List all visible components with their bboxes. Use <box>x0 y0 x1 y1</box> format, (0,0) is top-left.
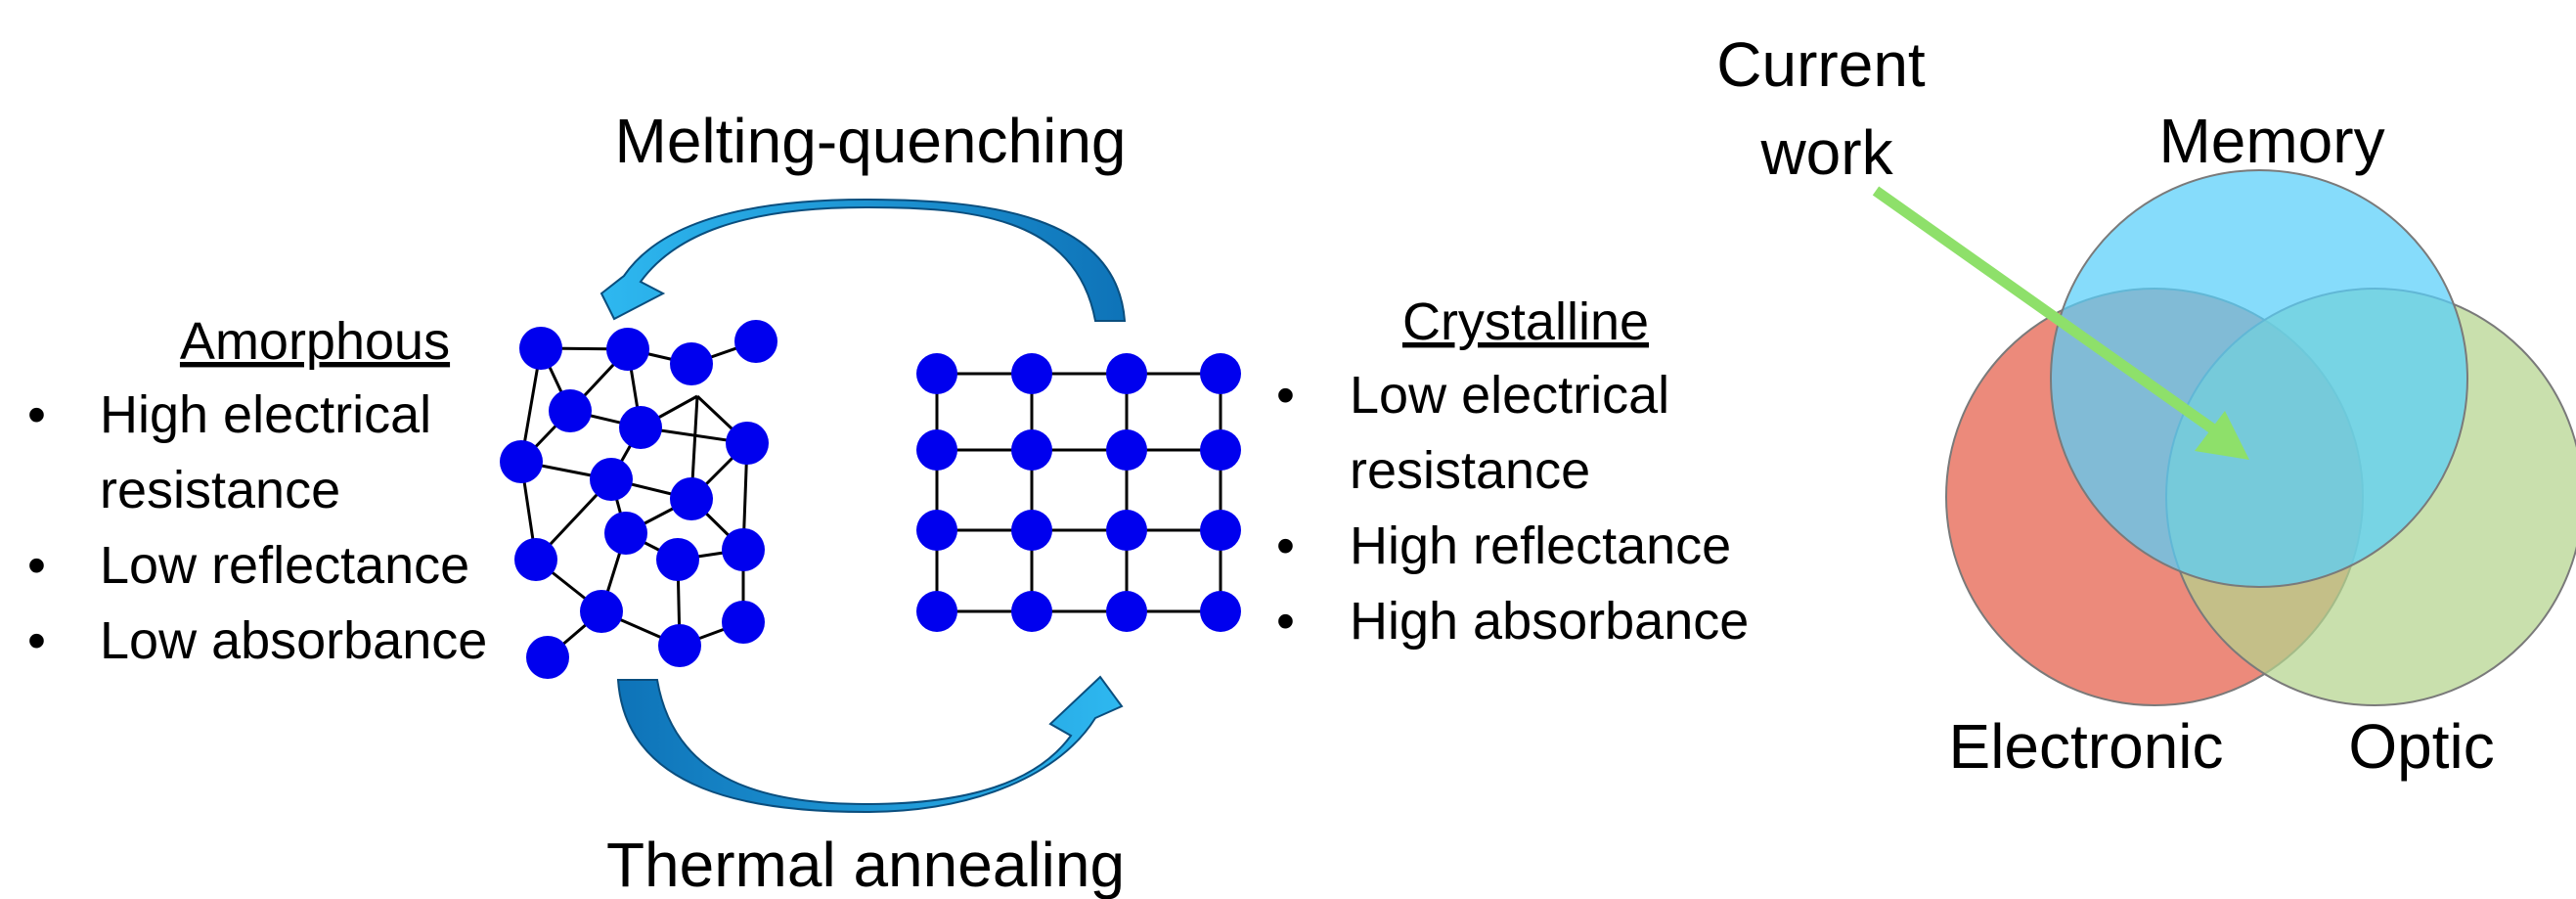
crystal-atom <box>1011 429 1052 471</box>
crystal-atom <box>1106 429 1147 471</box>
venn-diagram <box>1945 169 2576 706</box>
crystal-atom <box>1200 429 1241 471</box>
crystalline-bullet-3: • <box>1276 592 1295 651</box>
crystal-atom <box>1200 510 1241 551</box>
amorphous-bullet-1: • <box>27 385 46 444</box>
crystal-atom <box>916 429 957 471</box>
crystal-atom <box>1200 591 1241 632</box>
amorphous-prop-1: High electrical <box>100 385 431 444</box>
crystal-atom <box>1106 353 1147 394</box>
memory-label: Memory <box>2158 106 2384 176</box>
crystal-atom <box>1011 510 1052 551</box>
amorphous-properties: • High electrical resistance • Low refle… <box>27 385 487 670</box>
crystal-atom <box>1106 591 1147 632</box>
crystalline-prop-2: High reflectance <box>1350 517 1731 575</box>
amorphous-prop-1-cont: resistance <box>100 461 340 519</box>
amorphous-bullet-3: • <box>27 611 46 670</box>
melting-quenching-label: Melting-quenching <box>615 106 1127 176</box>
amorphous-prop-3: Low absorbance <box>100 611 487 670</box>
crystalline-lattice-lines <box>935 372 1222 613</box>
amorphous-atoms <box>500 320 777 679</box>
crystal-atom <box>916 510 957 551</box>
crystalline-bullet-2: • <box>1276 517 1295 575</box>
crystalline-properties: • Low electrical resistance • High refle… <box>1276 366 1749 651</box>
crystalline-lattice-atoms <box>916 353 1241 632</box>
amorphous-network <box>519 339 757 659</box>
crystalline-title: Crystalline <box>1402 292 1649 351</box>
memory-circle <box>2050 169 2468 588</box>
amorphous-bullet-2: • <box>27 536 46 595</box>
crystalline-prop-1-cont: resistance <box>1350 441 1590 500</box>
crystal-atom <box>1106 510 1147 551</box>
crystalline-prop-1: Low electrical <box>1350 366 1669 425</box>
crystal-atom <box>916 353 957 394</box>
amorphous-title: Amorphous <box>180 312 450 371</box>
current-work-arrow <box>1872 186 2249 460</box>
crystalline-bullet-1: • <box>1276 366 1295 425</box>
thermal-annealing-label: Thermal annealing <box>606 830 1125 899</box>
current-work-label-line1: Current <box>1716 29 1926 100</box>
crystal-atom <box>916 591 957 632</box>
amorphous-prop-2: Low reflectance <box>100 536 469 595</box>
melting-quenching-arrow <box>600 198 1127 322</box>
optic-label: Optic <box>2348 711 2494 782</box>
crystal-atom <box>1011 353 1052 394</box>
crystalline-prop-3: High absorbance <box>1350 592 1749 651</box>
electronic-label: Electronic <box>1949 711 2224 782</box>
crystal-atom <box>1200 353 1241 394</box>
thermal-annealing-arrow <box>616 675 1124 814</box>
crystal-atom <box>1011 591 1052 632</box>
current-work-label-line2: work <box>1759 117 1893 188</box>
